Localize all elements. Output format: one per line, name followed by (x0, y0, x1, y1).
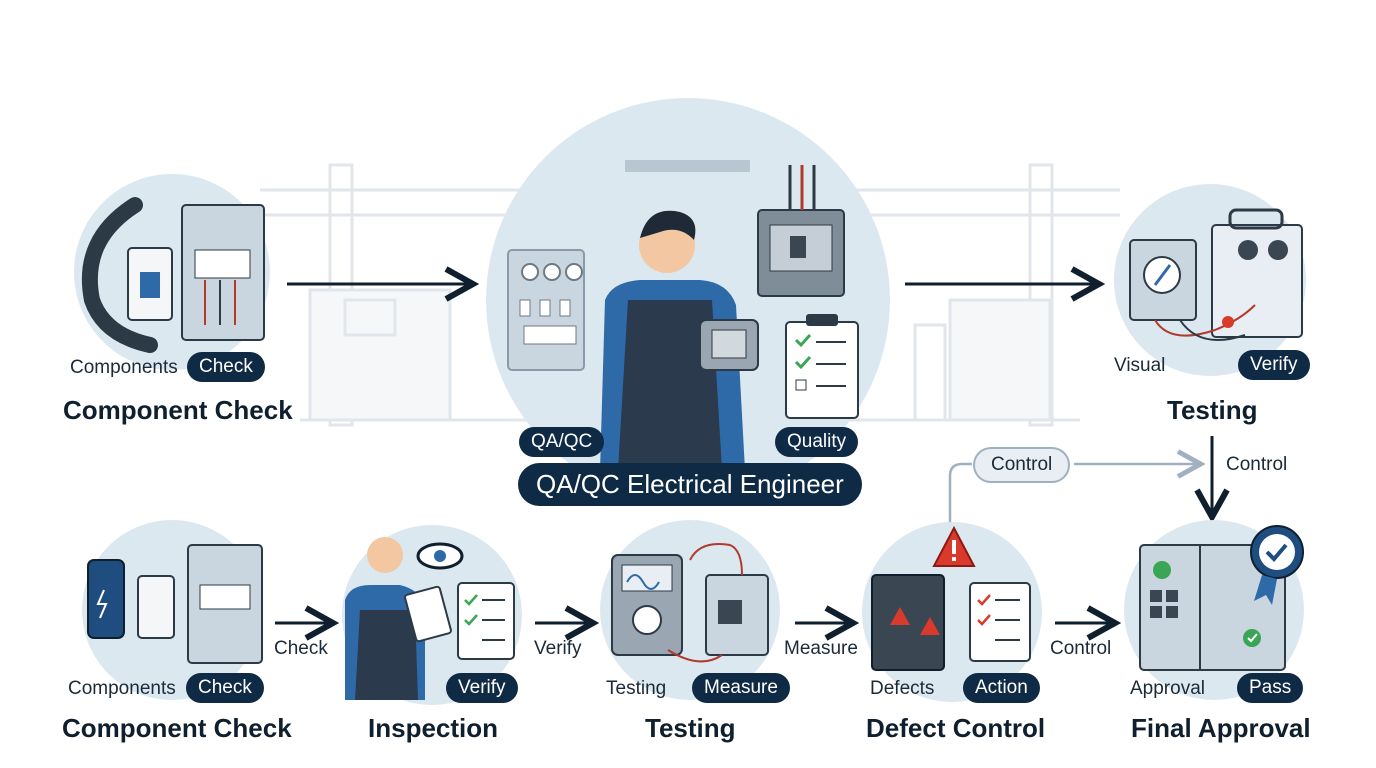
step-1-badge: Check (186, 673, 264, 703)
step-5-title: Final Approval (1131, 713, 1311, 743)
step-3-label: Testing (606, 678, 667, 699)
bottom-testing-illustration (600, 520, 780, 700)
top-left-component-illustration (74, 174, 270, 370)
top-right-badge: Verify (1238, 350, 1310, 380)
step-4-badge: Action (963, 673, 1040, 703)
bottom-inspection-illustration (342, 525, 522, 705)
top-left-badge: Check (187, 352, 265, 382)
control-pill: Control (973, 447, 1071, 483)
step-5-label: Approval (1130, 678, 1205, 699)
connector-measure: Measure (784, 638, 858, 659)
step-2-title: Inspection (368, 713, 499, 743)
bottom-component-illustration (82, 520, 263, 700)
bottom-defect-illustration (862, 522, 1042, 702)
step-5-badge: Pass (1237, 673, 1304, 703)
center-title: QA/QC Electrical Engineer (518, 463, 862, 506)
step-4-label: Defects (870, 678, 935, 699)
center-badge-qaqc: QA/QC (519, 427, 605, 457)
step-1-label: Components (68, 678, 176, 699)
step-1-title: Component Check (62, 713, 292, 743)
connector-verify: Verify (534, 638, 582, 659)
connector-check: Check (274, 638, 328, 659)
step-4-title: Defect Control (866, 713, 1046, 743)
top-right-testing-illustration (1114, 184, 1306, 376)
step-3-title: Testing (645, 713, 736, 743)
top-left-label: Components (70, 357, 178, 378)
center-badge-quality: Quality (775, 427, 859, 457)
connector-control: Control (1050, 638, 1112, 659)
center-engineer-illustration (486, 98, 890, 502)
control-side-label: Control (1226, 454, 1288, 475)
top-left-title: Component Check (63, 395, 293, 425)
step-2-badge: Verify (446, 673, 518, 703)
step-3-badge: Measure (692, 673, 790, 703)
top-right-label: Visual (1114, 355, 1166, 376)
bottom-approval-illustration (1124, 520, 1304, 700)
top-right-title: Testing (1167, 395, 1258, 425)
